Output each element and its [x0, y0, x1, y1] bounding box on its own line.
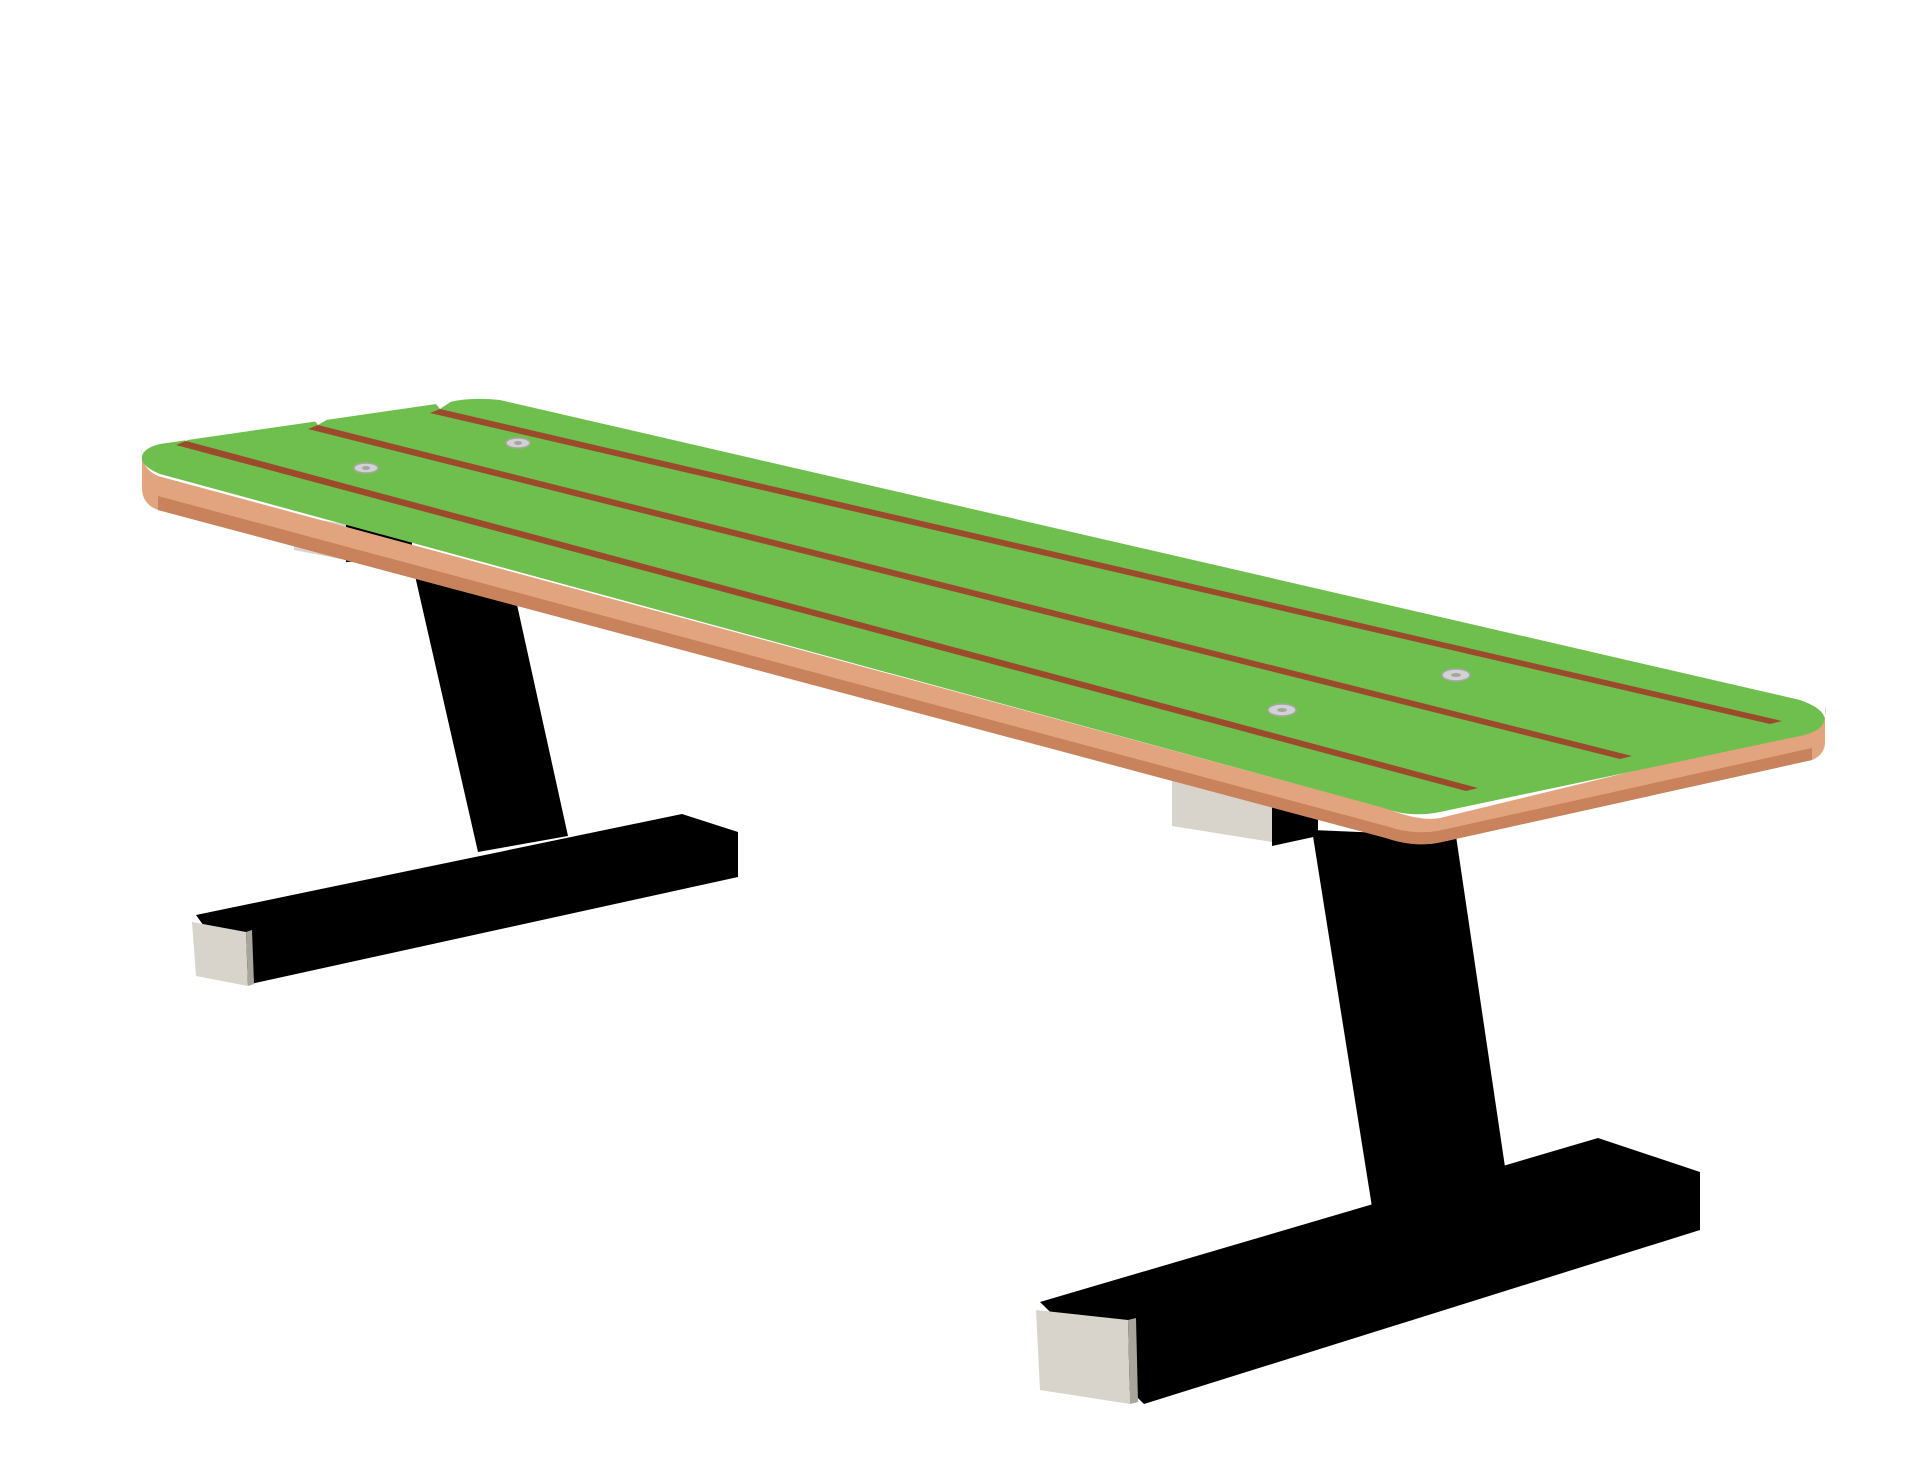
slat-gap-3 [430, 409, 1782, 724]
bolt-icon [1451, 673, 1461, 677]
bolt-icon [514, 441, 522, 445]
seat-top-surface [141, 398, 1825, 815]
left-leg-post [408, 545, 568, 852]
slat-notch-1 [182, 436, 196, 441]
slat-gap-1 [176, 441, 1478, 791]
left-leg-foot [196, 814, 738, 985]
left-leg [192, 545, 738, 986]
right-leg-foot [1040, 1138, 1700, 1404]
left-foot-end-cap [192, 922, 248, 986]
right-leg-post [1312, 830, 1505, 1207]
slat-gap-2 [308, 425, 1632, 759]
bolt-icon [362, 466, 370, 470]
seat-bolts [353, 437, 1471, 717]
slat-notch-2 [314, 418, 330, 425]
right-foot-end-cap [1036, 1310, 1130, 1404]
right-leg [1036, 830, 1700, 1404]
bolt-icon [1277, 708, 1287, 712]
bench-seat [141, 398, 1826, 845]
left-foot-end-cap-edge [246, 930, 254, 986]
right-foot-end-cap-edge [1128, 1318, 1138, 1404]
slat-notch-3 [436, 401, 452, 409]
